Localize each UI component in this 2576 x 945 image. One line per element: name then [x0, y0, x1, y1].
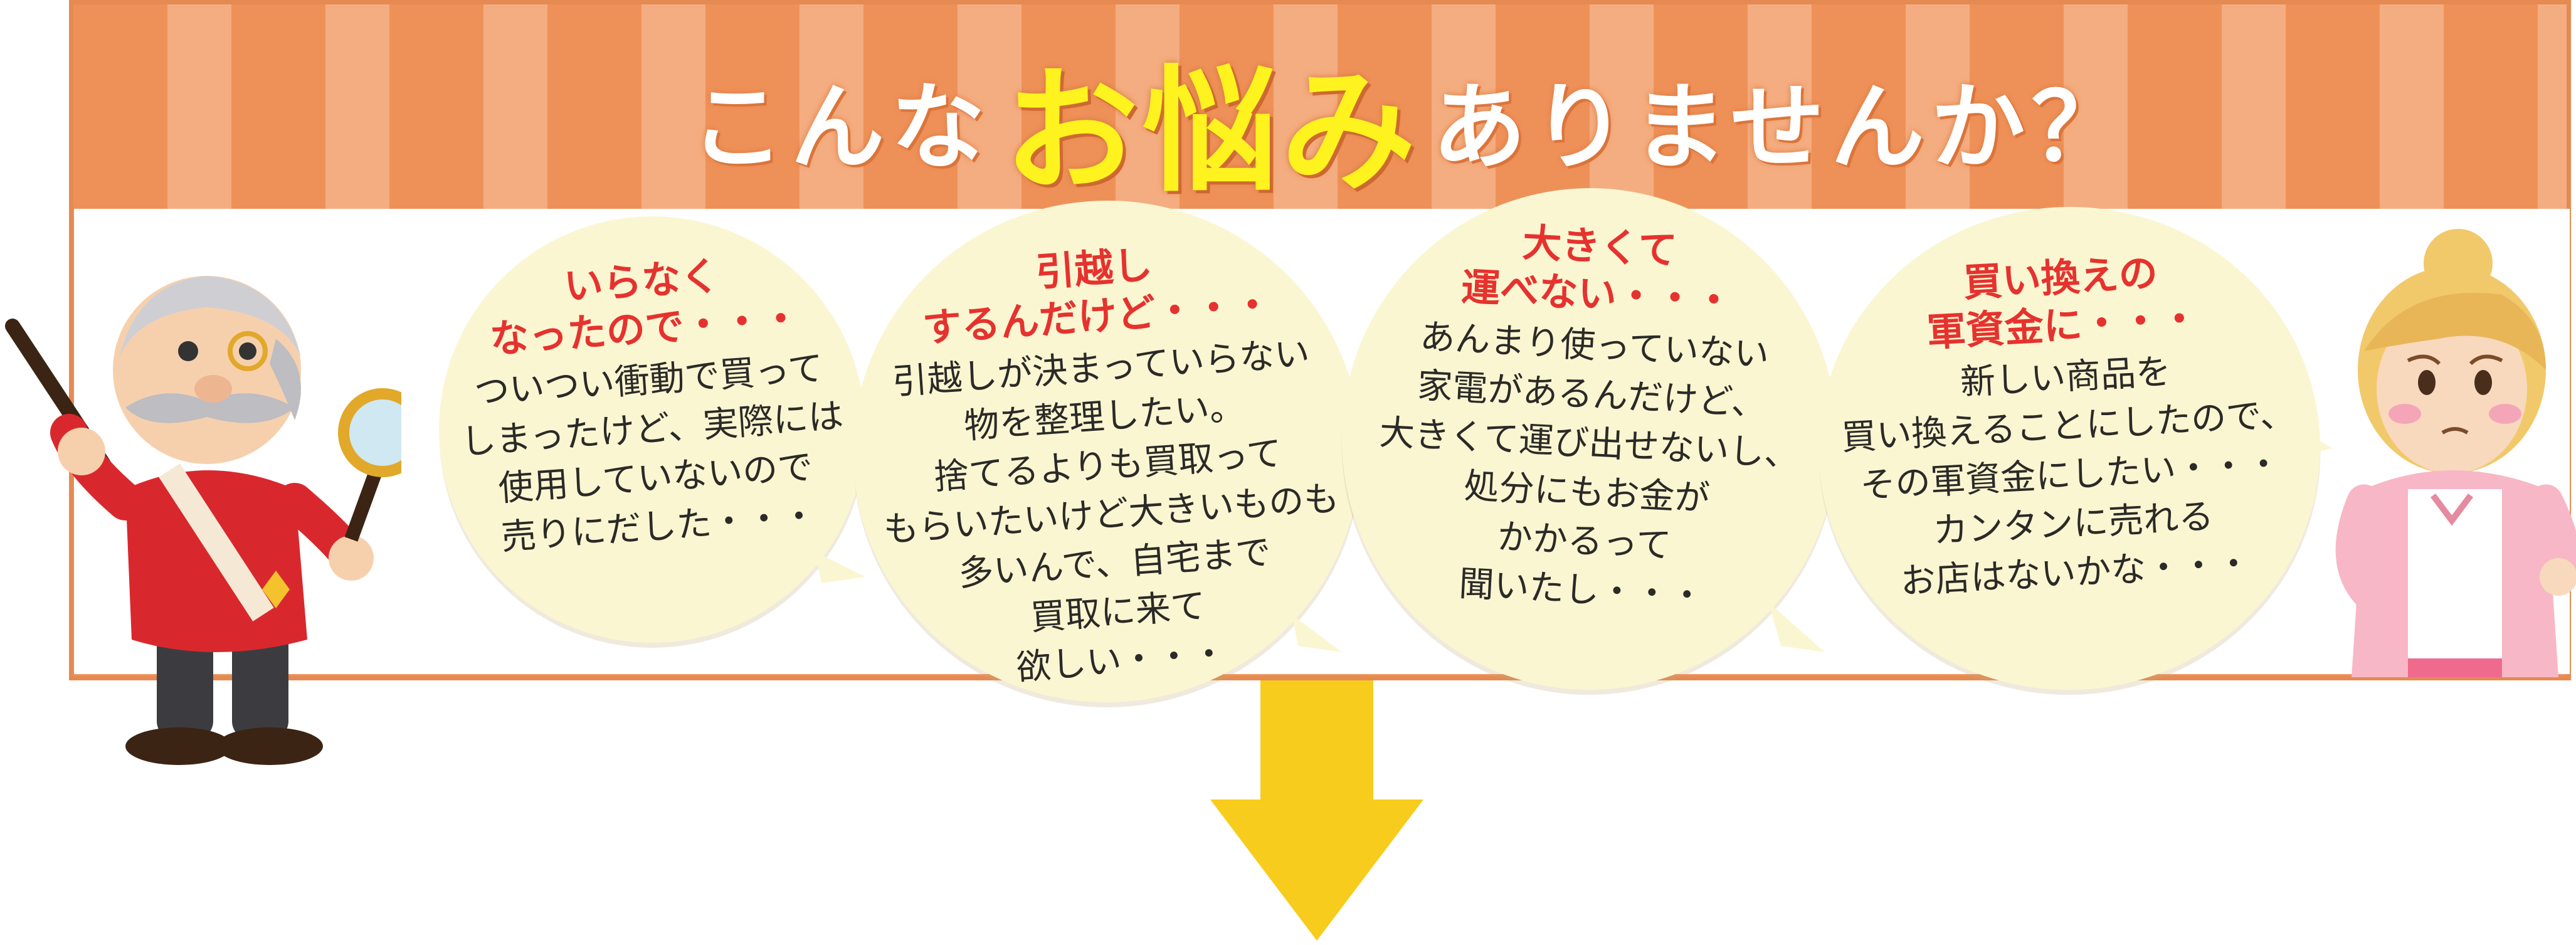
- headline-after: ありませんか？: [1432, 73, 2132, 182]
- arrow-head: [1210, 800, 1423, 941]
- headline: こんな お悩み ありませんか？: [596, 38, 2226, 210]
- arrow-stem: [1260, 680, 1373, 803]
- header-stripes: [73, 4, 2567, 211]
- headline-before: こんな: [690, 73, 991, 182]
- detective-character-icon: [5, 276, 401, 765]
- headline-emphasis: お悩み: [1003, 52, 1420, 210]
- worried-woman-character-icon: [2335, 229, 2576, 677]
